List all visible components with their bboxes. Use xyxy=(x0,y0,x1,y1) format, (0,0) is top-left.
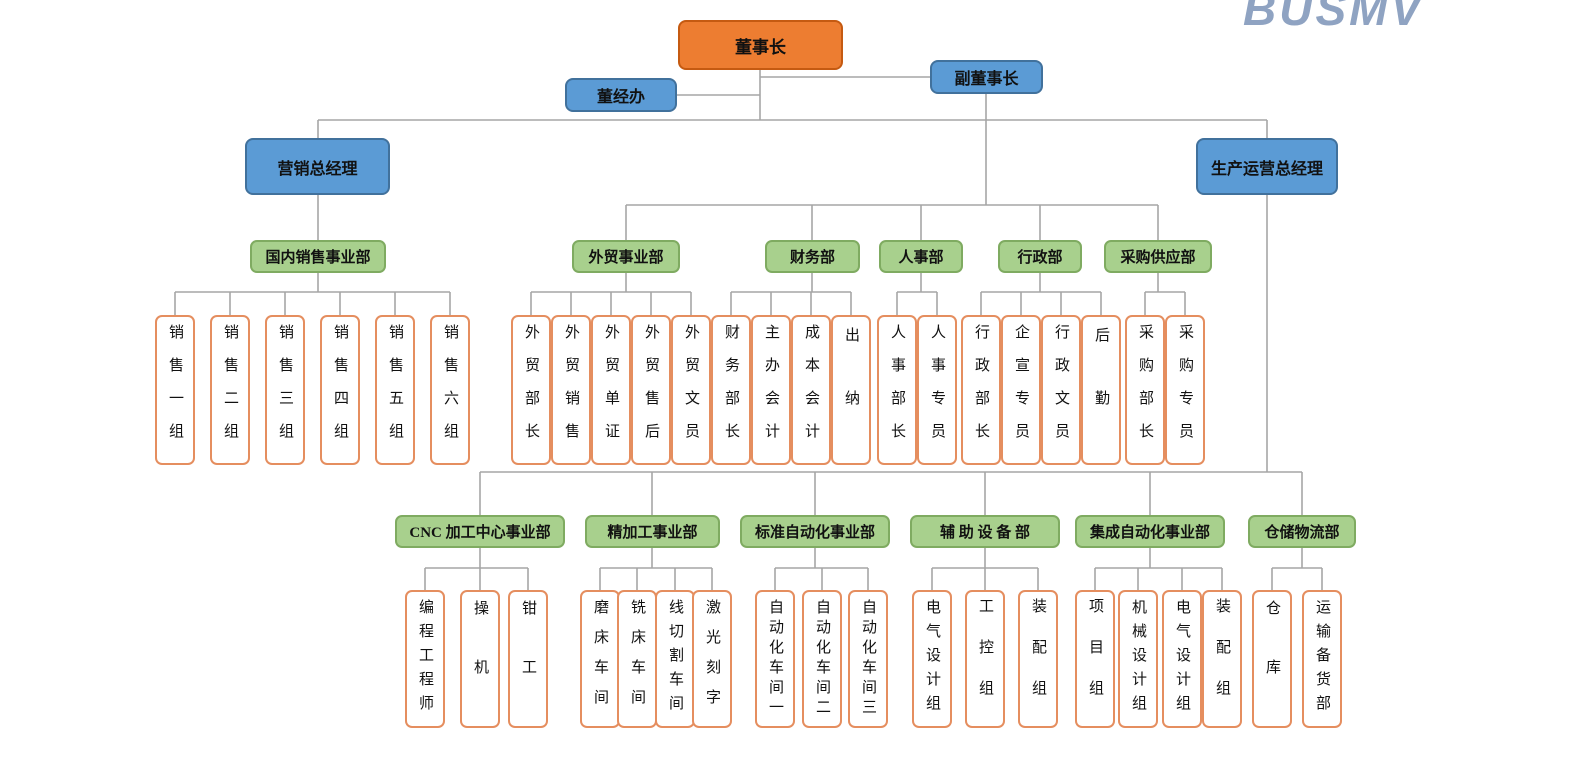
dept-precision-machining: 精加工事业部 xyxy=(585,515,720,548)
dept-domestic-sales: 国内销售事业部 xyxy=(250,240,386,273)
leaf-node: 自动化车间三 xyxy=(848,590,888,728)
leaf-node: 销售一组 xyxy=(155,315,195,465)
leaf-node: 工控组 xyxy=(965,590,1005,728)
node-vice-chairman: 副董事长 xyxy=(930,60,1043,94)
leaf-node: 财务部长 xyxy=(711,315,751,465)
leaf-node: 销售三组 xyxy=(265,315,305,465)
leaf-node: 销售五组 xyxy=(375,315,415,465)
dept-auxiliary-equipment: 辅 助 设 备 部 xyxy=(910,515,1060,548)
leaf-node: 操机 xyxy=(460,590,500,728)
leaf-node: 销售二组 xyxy=(210,315,250,465)
leaf-node: 装配组 xyxy=(1202,590,1242,728)
leaf-node: 企宣专员 xyxy=(1001,315,1041,465)
dept-foreign-trade: 外贸事业部 xyxy=(572,240,680,273)
dept-standard-automation: 标准自动化事业部 xyxy=(740,515,890,548)
leaf-node: 采购专员 xyxy=(1165,315,1205,465)
dept-procurement: 采购供应部 xyxy=(1104,240,1212,273)
leaf-node: 成本会计 xyxy=(791,315,831,465)
dept-finance: 财务部 xyxy=(765,240,860,273)
dept-warehouse-logistics: 仓储物流部 xyxy=(1248,515,1356,548)
leaf-node: 磨床车间 xyxy=(580,590,620,728)
leaf-node: 外贸部长 xyxy=(511,315,551,465)
leaf-node: 仓库 xyxy=(1252,590,1292,728)
leaf-node: 装配组 xyxy=(1018,590,1058,728)
leaf-node: 出纳 xyxy=(831,315,871,465)
node-board-office: 董经办 xyxy=(565,78,677,112)
leaf-node: 行政部长 xyxy=(961,315,1001,465)
leaf-node: 外贸销售 xyxy=(551,315,591,465)
node-production-gm: 生产运营总经理 xyxy=(1196,138,1338,195)
leaf-node: 主办会计 xyxy=(751,315,791,465)
leaf-node: 后勤 xyxy=(1081,315,1121,465)
leaf-node: 项目组 xyxy=(1075,590,1115,728)
leaf-node: 自动化车间一 xyxy=(755,590,795,728)
leaf-node: 采购部长 xyxy=(1125,315,1165,465)
leaf-node: 外贸售后 xyxy=(631,315,671,465)
dept-integrated-automation: 集成自动化事业部 xyxy=(1075,515,1225,548)
dept-cnc-machining: CNC 加工中心事业部 xyxy=(395,515,565,548)
leaf-node: 机械设计组 xyxy=(1118,590,1158,728)
leaf-node: 运输备货部 xyxy=(1302,590,1342,728)
leaf-node: 外贸单证 xyxy=(591,315,631,465)
leaf-node: 人事专员 xyxy=(917,315,957,465)
leaf-node: 铣床车间 xyxy=(617,590,657,728)
leaf-node: 销售六组 xyxy=(430,315,470,465)
node-chairman: 董事长 xyxy=(678,20,843,70)
node-marketing-gm: 营销总经理 xyxy=(245,138,390,195)
leaf-node: 电气设计组 xyxy=(912,590,952,728)
watermark-logo: BUSMV xyxy=(1243,0,1425,35)
leaf-node: 人事部长 xyxy=(877,315,917,465)
leaf-node: 自动化车间二 xyxy=(802,590,842,728)
leaf-node: 行政文员 xyxy=(1041,315,1081,465)
leaf-node: 电气设计组 xyxy=(1162,590,1202,728)
dept-hr: 人事部 xyxy=(879,240,963,273)
leaf-node: 线切割车间 xyxy=(655,590,695,728)
dept-admin: 行政部 xyxy=(998,240,1082,273)
leaf-node: 编程工程师 xyxy=(405,590,445,728)
leaf-node: 销售四组 xyxy=(320,315,360,465)
leaf-node: 外贸文员 xyxy=(671,315,711,465)
leaf-node: 激光刻字 xyxy=(692,590,732,728)
leaf-node: 钳工 xyxy=(508,590,548,728)
